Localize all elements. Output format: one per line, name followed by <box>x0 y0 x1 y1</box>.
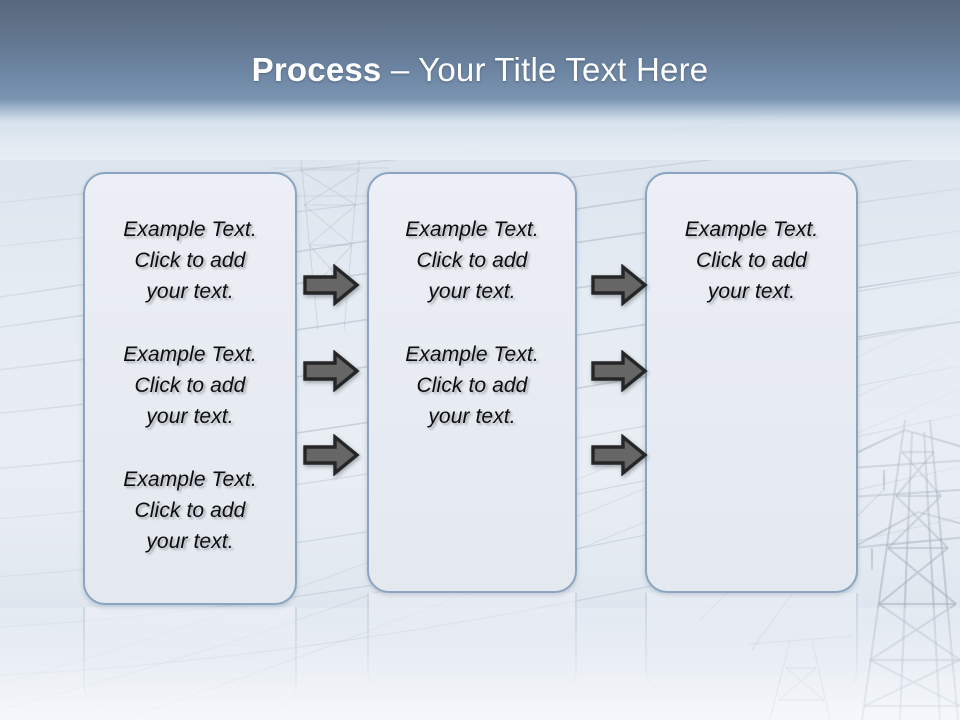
process-text-block[interactable]: Example Text. Click to add your text. <box>405 343 539 428</box>
process-arrow-right-icon[interactable] <box>590 264 648 306</box>
slide-title-bold: Process <box>251 51 382 88</box>
process-box-3[interactable]: Example Text. Click to add your text. <box>645 172 858 593</box>
process-box-2[interactable]: Example Text. Click to add your text. Ex… <box>367 172 577 593</box>
slide-title-rest: – Your Title Text Here <box>381 51 709 88</box>
box-reflection-1 <box>83 607 297 707</box>
process-text-block[interactable]: Example Text. Click to add your text. <box>123 218 257 303</box>
box-reflection-2 <box>367 593 577 693</box>
process-arrow-right-icon[interactable] <box>302 350 360 392</box>
process-box-1[interactable]: Example Text. Click to add your text. Ex… <box>83 172 297 605</box>
process-arrow-right-icon[interactable] <box>302 264 360 306</box>
process-text-block[interactable]: Example Text. Click to add your text. <box>123 343 257 428</box>
process-arrow-right-icon[interactable] <box>590 434 648 476</box>
process-text-block[interactable]: Example Text. Click to add your text. <box>405 218 539 303</box>
process-arrow-right-icon[interactable] <box>302 434 360 476</box>
slide-title: Process – Your Title Text Here <box>0 50 960 90</box>
header-band-fade <box>0 100 960 160</box>
process-text-block[interactable]: Example Text. Click to add your text. <box>123 468 257 553</box>
process-arrow-right-icon[interactable] <box>590 350 648 392</box>
box-reflection-3 <box>645 593 858 693</box>
process-text-block[interactable]: Example Text. Click to add your text. <box>684 218 819 303</box>
